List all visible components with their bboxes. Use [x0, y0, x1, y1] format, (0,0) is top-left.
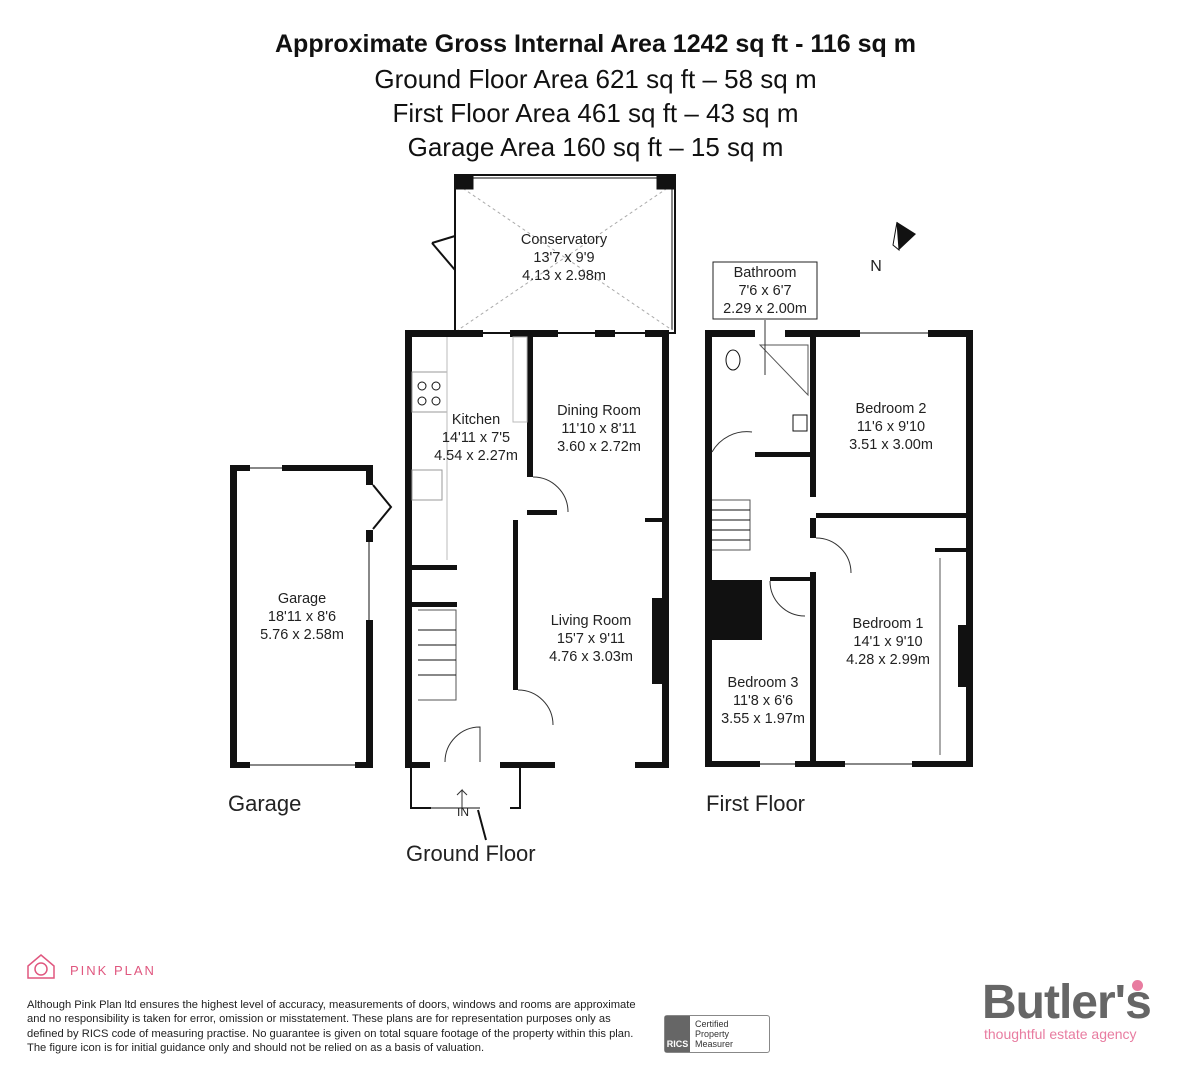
bedroom1-imperial: 14'1 x 9'10 — [853, 634, 922, 650]
bathroom-label-box — [712, 261, 818, 320]
garage-metric: 5.76 x 2.58m — [260, 627, 344, 643]
conservatory-name: Conservatory — [521, 232, 608, 248]
garage-details — [250, 467, 393, 766]
bathroom-name: Bathroom — [734, 265, 797, 281]
bedroom2-imperial: 11'6 x 9'10 — [857, 419, 925, 435]
ground-floor-walls — [405, 330, 669, 768]
bedroom3-name: Bedroom 3 — [728, 675, 799, 691]
pink-plan-brand: PINK PLAN — [70, 963, 156, 978]
agency-logo: Butler's — [982, 976, 1152, 1029]
bedroom1-metric: 4.28 x 2.99m — [846, 652, 930, 668]
pink-plan-logo-icon — [27, 954, 55, 979]
ground-floor-area: Ground Floor Area 621 sq ft – 58 sq m — [374, 64, 817, 94]
bedroom2-name: Bedroom 2 — [856, 401, 927, 417]
disclaimer-text: Although Pink Plan ltd ensures the highe… — [27, 999, 636, 1054]
conservatory — [431, 174, 676, 334]
conservatory-metric: 4.13 x 2.98m — [522, 268, 606, 284]
bedroom1-name: Bedroom 1 — [853, 616, 924, 632]
first-floor-label: First Floor — [706, 791, 805, 816]
ground-floor-details — [410, 336, 569, 841]
kitchen-imperial: 14'11 x 7'5 — [442, 430, 510, 446]
bathroom-metric: 2.29 x 2.00m — [723, 301, 807, 317]
bedroom3-imperial: 11'8 x 6'6 — [733, 693, 793, 709]
ground-floor-label: Ground Floor — [406, 841, 536, 866]
living-name: Living Room — [551, 613, 632, 629]
first-floor-walls — [705, 330, 973, 767]
garage-area: Garage Area 160 sq ft – 15 sq m — [407, 132, 784, 162]
agency-tagline: thoughtful estate agency — [984, 1026, 1137, 1042]
first-floor-area: First Floor Area 461 sq ft – 43 sq m — [392, 98, 799, 128]
conservatory-imperial: 13'7 x 9'9 — [533, 250, 594, 266]
rics-badge: RICS Certified Property Measurer — [664, 1015, 770, 1053]
living-imperial: 15'7 x 9'11 — [557, 631, 625, 647]
compass-icon — [892, 221, 916, 252]
bedroom3-metric: 3.55 x 1.97m — [721, 711, 805, 727]
living-metric: 4.76 x 3.03m — [549, 649, 633, 665]
rics-logo: RICS — [665, 1016, 690, 1052]
first-floor-details — [711, 320, 941, 765]
garage-imperial: 18'11 x 8'6 — [268, 609, 336, 625]
bedroom2-metric: 3.51 x 3.00m — [849, 437, 933, 453]
kitchen-name: Kitchen — [452, 412, 500, 428]
garage-floor-label: Garage — [228, 791, 301, 816]
dining-imperial: 11'10 x 8'11 — [561, 421, 636, 437]
entrance-label: IN — [457, 805, 469, 819]
dining-name: Dining Room — [557, 403, 641, 419]
rics-badge-text: Certified Property Measurer — [694, 1019, 733, 1049]
gross-area-title: Approximate Gross Internal Area 1242 sq … — [275, 30, 916, 58]
bathroom-imperial: 7'6 x 6'7 — [738, 283, 791, 299]
agency-logo-dot — [1132, 980, 1143, 991]
kitchen-metric: 4.54 x 2.27m — [434, 448, 518, 464]
garage-walls — [230, 465, 373, 768]
compass-label: N — [870, 258, 882, 275]
dining-metric: 3.60 x 2.72m — [557, 439, 641, 455]
garage-name: Garage — [278, 591, 326, 607]
